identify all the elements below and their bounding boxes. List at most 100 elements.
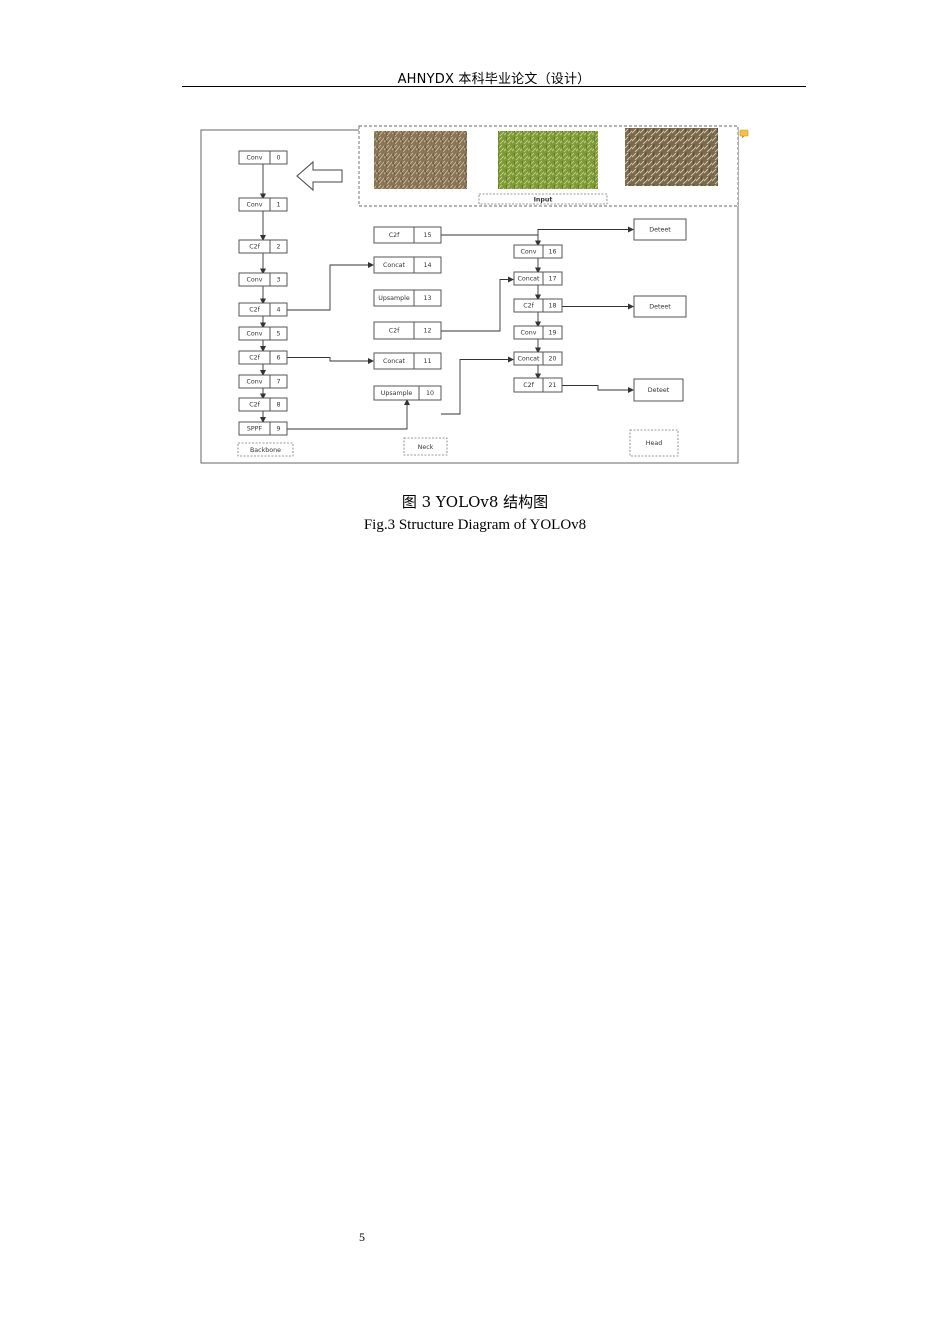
backbone-label-text: Backbone — [250, 447, 281, 454]
node-type-label: Conv — [247, 331, 263, 338]
node-type-label: Deteet — [649, 227, 671, 234]
node-type-label: Upsample — [381, 390, 413, 397]
node-index-label: 18 — [548, 303, 556, 310]
node-box — [238, 374, 288, 389]
node-index-label: 10 — [426, 390, 434, 397]
page-number: 5 — [359, 1230, 365, 1244]
backbone-label: Backbone — [237, 442, 294, 457]
node-index-label: 0 — [276, 155, 280, 162]
node-type-label: Conv — [247, 202, 263, 209]
edge-21-detect3 — [562, 385, 634, 393]
input-label: Input — [478, 193, 608, 205]
edge-4-14 — [287, 262, 374, 311]
node-box — [373, 226, 442, 244]
node-box — [633, 295, 687, 318]
node-box — [633, 378, 684, 402]
node-20: Concat 20 — [513, 351, 563, 366]
node-index-label: 21 — [548, 382, 556, 389]
node-box — [373, 352, 442, 370]
node-box — [513, 377, 563, 393]
node-type-label: Concat — [383, 358, 406, 365]
node-d1: Deteet — [633, 218, 687, 241]
node-box — [373, 321, 442, 340]
node-d2: Deteet — [633, 295, 687, 318]
comment-icon[interactable] — [739, 129, 749, 139]
node-type-label: C2f — [249, 307, 260, 314]
node-box — [513, 271, 563, 286]
node-type-label: C2f — [523, 382, 534, 389]
node-type-label: C2f — [389, 328, 400, 335]
node-index-label: 12 — [423, 328, 431, 335]
node-type-label: C2f — [523, 303, 534, 310]
edge-9-10 — [287, 399, 410, 430]
figure-caption-english: Fig.3 Structure Diagram of YOLOv8 — [363, 517, 587, 533]
node-14: Concat 14 — [373, 256, 442, 274]
node-type-label: Concat — [383, 262, 406, 269]
node-21: C2f 21 — [513, 377, 563, 393]
node-box — [238, 302, 288, 317]
node-box — [373, 256, 442, 274]
node-type-label: Conv — [521, 330, 537, 337]
node-19: Conv 19 — [513, 325, 563, 340]
node-type-label: C2f — [249, 355, 260, 362]
input-image-2 — [498, 131, 598, 189]
node-index-label: 20 — [548, 356, 556, 363]
node-box — [513, 298, 563, 313]
head-label: Head — [629, 429, 679, 457]
node-index-label: 15 — [423, 232, 431, 239]
node-index-label: 4 — [276, 307, 280, 314]
node-type-label: SPPF — [247, 426, 263, 433]
node-type-label: Conv — [247, 277, 263, 284]
node-index-label: 3 — [276, 277, 280, 284]
node-index-label: 2 — [276, 244, 280, 251]
edges — [260, 163, 634, 430]
edge-6-11 — [287, 357, 374, 364]
node-box — [513, 351, 563, 366]
node-type-label: Conv — [247, 379, 263, 386]
head-label-text: Head — [646, 440, 662, 447]
node-box — [238, 272, 288, 287]
node-index-label: 13 — [423, 295, 431, 302]
node-type-label: Concat — [517, 276, 540, 283]
node-8: C2f 8 — [238, 397, 288, 412]
node-index-label: 8 — [276, 402, 280, 409]
node-box — [238, 239, 288, 254]
node-type-label: Deteet — [649, 304, 671, 311]
yolov8-structure-diagram: Input Backbone Neck Head — [200, 125, 749, 464]
input-label-text: Input — [534, 197, 553, 204]
node-index-label: 19 — [548, 330, 556, 337]
header-rule — [182, 86, 806, 87]
node-box — [238, 150, 288, 165]
figure-caption-chinese: 图 3 YOLOv8 结构图 — [401, 493, 549, 511]
node-type-label: Deteet — [648, 387, 670, 394]
node-box — [373, 289, 442, 307]
node-box — [238, 197, 288, 212]
edge-15-16 — [441, 234, 541, 247]
node-box — [513, 325, 563, 340]
node-index-label: 14 — [423, 262, 431, 269]
node-type-label: C2f — [389, 232, 400, 239]
node-type-label: Concat — [517, 356, 540, 363]
node-box — [373, 385, 442, 401]
input-image-3 — [625, 128, 718, 186]
node-box — [238, 350, 288, 365]
node-10: Upsample 10 — [373, 385, 442, 401]
edge-10-20 — [441, 356, 514, 415]
node-3: Conv 3 — [238, 272, 288, 287]
node-index-label: 16 — [548, 249, 556, 256]
node-4: C2f 4 — [238, 302, 288, 317]
node-box — [238, 421, 288, 436]
edge-15-detect1 — [537, 226, 634, 235]
node-box — [633, 218, 687, 241]
node-d3: Deteet — [633, 378, 684, 402]
node-type-label: C2f — [249, 402, 260, 409]
